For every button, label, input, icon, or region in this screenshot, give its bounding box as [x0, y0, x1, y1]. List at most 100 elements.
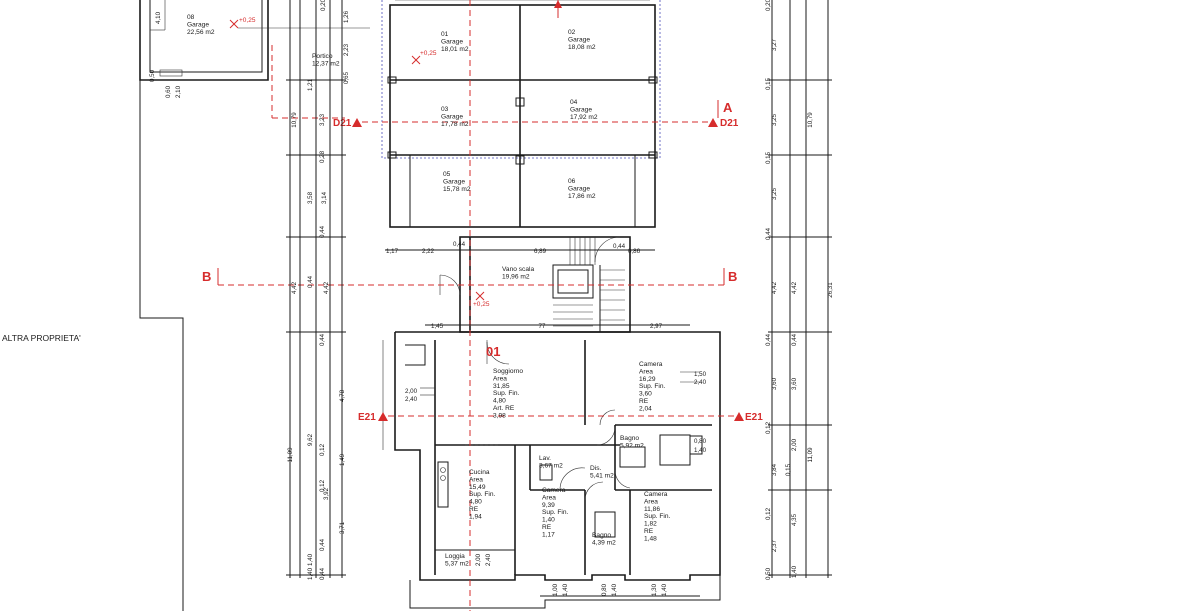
room-label-line: Soggiorno [493, 368, 523, 375]
room-label-line: Camera [644, 491, 668, 498]
dimension-d044f: 0,44 [453, 241, 466, 248]
room-label-line: 1,17 [542, 531, 555, 538]
room-label-line: RE [469, 506, 479, 513]
room-label-line: 15,49 [469, 484, 486, 491]
room-label-line: Area [469, 476, 483, 483]
dimension-d012a: 0,12 [319, 443, 326, 456]
dimension-r044b: 0,44 [765, 333, 772, 346]
dimension-r360a: 3,60 [771, 377, 778, 390]
level-garage-01: +0,25 [420, 50, 437, 57]
dimension-d044c: 0,44 [319, 333, 326, 346]
dimension-r435: 4,35 [791, 513, 798, 526]
dimension-d140a: 1,40 [307, 553, 314, 566]
dimension-d077: 77 [539, 323, 546, 330]
level-stair-hall: +0,25 [473, 301, 490, 308]
room-label-line: 4,80 [469, 499, 482, 506]
room-label-line: Garage [187, 21, 209, 28]
room-label-line: Area [493, 375, 507, 382]
room-label-line: Garage [568, 36, 590, 43]
dimension-d392: 3,92 [323, 487, 330, 500]
room-label-line: 04 [570, 99, 578, 106]
dimension-d145: 1,45 [431, 323, 444, 330]
dimension-d410: 4,10 [155, 11, 162, 24]
room-label-line: 1,48 [644, 535, 657, 542]
room-label-line: Garage [441, 113, 463, 120]
section-d21-label-right: D21 [720, 118, 739, 129]
unit-number-label: 01 [486, 344, 500, 359]
room-label-line: 01 [441, 31, 449, 38]
room-label-rlav: Lav.3,67 m2 [539, 455, 563, 469]
dimension-d1079a: 10,79 [291, 112, 298, 128]
room-label-line: 5,41 m2 [590, 472, 614, 479]
room-label-line: Garage [443, 178, 465, 185]
dimension-d044g: 0,44 [613, 243, 626, 250]
room-label-line: 1,40 [542, 517, 555, 524]
dimension-d210: 2,10 [175, 85, 182, 98]
room-label-line: 06 [568, 178, 576, 185]
dimension-r442a: 4,42 [771, 281, 778, 294]
room-label-line: 31,85 [493, 383, 510, 390]
dimension-d358: 3,58 [307, 191, 314, 204]
dimension-d060: 0,60 [165, 85, 172, 98]
room-label-line: RE [639, 398, 649, 405]
dimension-d240b: 2,40 [694, 379, 707, 386]
garage-08-block [139, 0, 370, 119]
dimension-r442b: 4,42 [791, 281, 798, 294]
room-label-line: 4,39 m2 [592, 539, 616, 546]
room-label-line: RE [542, 524, 552, 531]
room-label-line: Camera [639, 361, 663, 368]
room-label-line: 1,82 [644, 521, 657, 528]
room-label-line: Bagno [592, 532, 611, 539]
level-marker-icon [475, 291, 485, 301]
dimension-r044a: 0,44 [765, 227, 772, 240]
dimension-d442a: 4,42 [291, 281, 298, 294]
dimension-d117: 1,17 [386, 248, 399, 255]
room-label-line: Camera [542, 487, 566, 494]
dimension-d130: 1,30 [651, 583, 658, 596]
dimension-d126: 1,26 [343, 10, 350, 23]
dimension-d223: 2,23 [343, 43, 350, 56]
room-label-line: 12,37 m2 [312, 60, 340, 67]
dimension-d442b: 4,42 [323, 281, 330, 294]
dimension-d044b: 0,44 [307, 275, 314, 288]
dimension-d200a: 2,00 [405, 388, 418, 395]
dimension-d297: 2,97 [650, 323, 663, 330]
dimension-r327: 3,27 [771, 38, 778, 51]
dimension-d050: 0,50 [149, 69, 156, 82]
dimension-r050: 0,50 [765, 567, 772, 580]
room-label-line: Sup. Fin. [639, 383, 666, 390]
room-label-rdis: Dis.5,41 m2 [590, 465, 614, 479]
dimension-d140e: 1,40 [611, 583, 618, 596]
room-label-line: Portico [312, 53, 333, 60]
room-label-line: 5,92 m2 [620, 442, 644, 449]
room-label-line: Sup. Fin. [493, 390, 520, 397]
room-label-line: 2,04 [639, 405, 652, 412]
dimension-d222: 2,22 [422, 248, 435, 255]
room-label-line: 03 [441, 106, 449, 113]
room-label-line: Bagno [620, 435, 639, 442]
dimension-d086: 0,86 [628, 248, 641, 255]
dimension-r015a: 0,15 [765, 77, 772, 90]
neighbor-boundary: ALTRA PROPRIETA' [2, 0, 184, 611]
dimension-r325a: 3,25 [771, 113, 778, 126]
room-label-line: Dis. [590, 465, 602, 472]
dimension-r012b: 0,12 [765, 507, 772, 520]
room-label-line: 05 [443, 171, 451, 178]
dimension-d150: 1,50 [694, 371, 707, 378]
room-label-line: Area [542, 494, 556, 501]
level-marker-icon [411, 55, 421, 65]
room-label-line: 17,92 m2 [570, 114, 598, 121]
dimension-d149: 1,49 [339, 453, 346, 466]
